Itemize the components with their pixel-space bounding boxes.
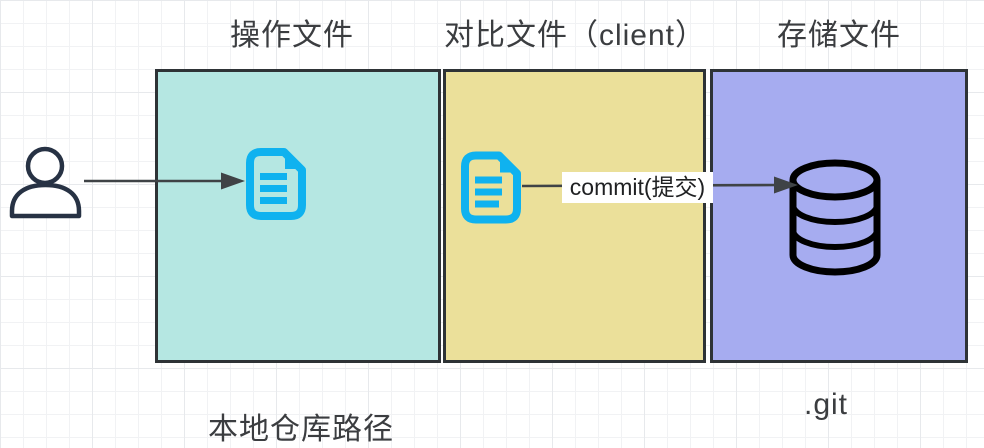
box-title-operate-files: 操作文件: [230, 19, 354, 52]
document-icon: [461, 151, 521, 224]
document-icon: [246, 148, 306, 220]
database-icon: [789, 159, 881, 276]
commit-label: commit(提交): [562, 172, 713, 203]
local-repo-path-label: 本地仓库路径: [208, 413, 394, 446]
box-title-compare-files: 对比文件（client）: [443, 19, 707, 52]
git-folder-label: .git: [803, 388, 849, 421]
person-icon: [9, 146, 82, 219]
box-title-store-files: 存储文件: [777, 19, 901, 52]
store-files-box: [710, 69, 968, 363]
